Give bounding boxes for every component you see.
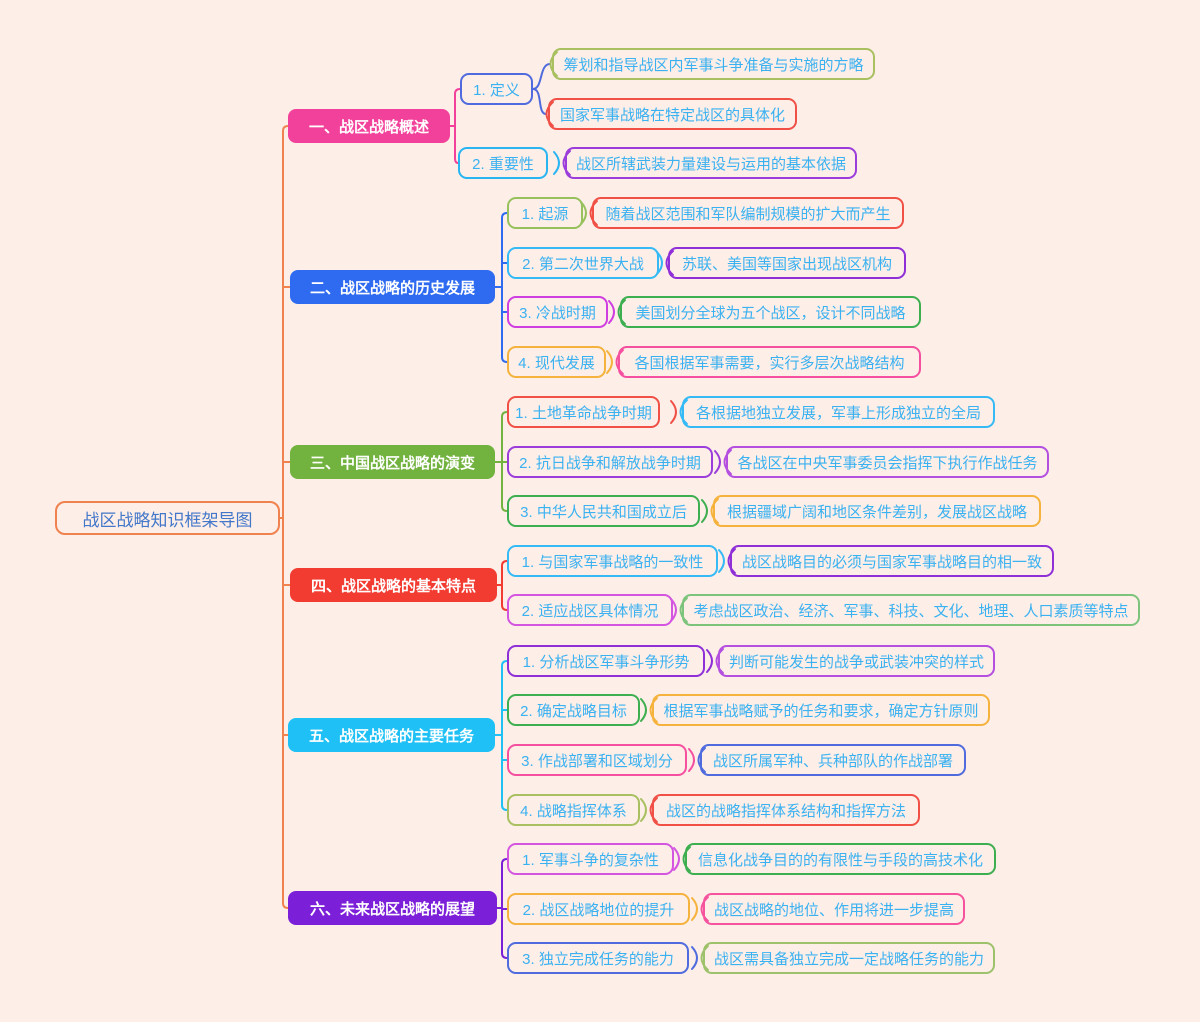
child-1-1-fork (532, 63, 551, 115)
child-arc-5-2 (640, 698, 647, 722)
child-arc-2-3 (608, 300, 615, 324)
child-arc-3-3 (701, 499, 708, 523)
leaf-node-3-3-1[interactable]: 根据疆域广阔和地区条件差别，发展战区战略 (713, 495, 1041, 527)
child-node-6-2[interactable]: 2. 战区战略地位的提升 (507, 893, 690, 925)
branch-3-bracket (494, 411, 508, 512)
leaf-node-5-2-1[interactable]: 根据军事战略赋予的任务和要求，确定方针原则 (652, 694, 990, 726)
child-node-3-1[interactable]: 1. 土地革命战争时期 (507, 396, 660, 428)
child-arc-1-2 (553, 151, 560, 175)
child-node-6-1[interactable]: 1. 军事斗争的复杂性 (507, 843, 674, 875)
branch-node-6[interactable]: 六、未来战区战略的展望 (288, 891, 497, 925)
leaf-node-1-1-1[interactable]: 筹划和指导战区内军事斗争准备与实施的方略 (552, 48, 875, 80)
child-arc-4-1 (718, 549, 725, 573)
branch-6-bracket (496, 858, 508, 959)
leaf-node-5-3-1[interactable]: 战区所属军种、兵种部队的作战部署 (700, 744, 966, 776)
branch-node-1[interactable]: 一、战区战略概述 (288, 109, 450, 143)
leaf-node-5-1-1[interactable]: 判断可能发生的战争或武装冲突的样式 (718, 645, 995, 677)
branch-node-4[interactable]: 四、战区战略的基本特点 (290, 568, 497, 602)
child-node-4-1[interactable]: 1. 与国家军事战略的一致性 (507, 545, 718, 577)
branch-node-3[interactable]: 三、中国战区战略的演变 (290, 445, 495, 479)
leaf-node-2-4-1[interactable]: 各国根据军事需要，实行多层次战略结构 (618, 346, 921, 378)
child-arc-2-4 (606, 350, 613, 374)
child-node-2-4[interactable]: 4. 现代发展 (507, 346, 606, 378)
leaf-node-1-1-2[interactable]: 国家军事战略在特定战区的具体化 (548, 98, 797, 130)
leaf-node-6-3-1[interactable]: 战区需具备独立完成一定战略任务的能力 (703, 942, 995, 974)
branch-2-bracket (494, 212, 508, 363)
leaf-node-2-2-1[interactable]: 苏联、美国等国家出现战区机构 (668, 247, 906, 279)
child-node-2-3[interactable]: 3. 冷战时期 (507, 296, 608, 328)
child-node-6-3[interactable]: 3. 独立完成任务的能力 (507, 942, 689, 974)
leaf-node-1-2-1[interactable]: 战区所辖武装力量建设与运用的基本依据 (565, 147, 857, 179)
branch-node-5[interactable]: 五、战区战略的主要任务 (288, 718, 495, 752)
child-node-5-4[interactable]: 4. 战略指挥体系 (507, 794, 640, 826)
child-node-2-1[interactable]: 1. 起源 (507, 197, 583, 229)
child-arc-3-2 (714, 450, 721, 474)
branch-4-bracket (496, 560, 508, 611)
branch-1-bracket (449, 88, 461, 164)
child-node-1-2[interactable]: 2. 重要性 (458, 147, 548, 179)
leaf-node-3-1-1[interactable]: 各根据地独立发展，军事上形成独立的全局 (682, 396, 995, 428)
child-node-5-3[interactable]: 3. 作战部署和区域划分 (507, 744, 687, 776)
leaf-node-4-1-1[interactable]: 战区战略目的必须与国家军事战略目的相一致 (730, 545, 1054, 577)
child-arc-6-2 (691, 897, 698, 921)
leaf-node-3-2-1[interactable]: 各战区在中央军事委员会指挥下执行作战任务 (726, 446, 1049, 478)
leaf-node-2-1-1[interactable]: 随着战区范围和军队编制规模的扩大而产生 (592, 197, 904, 229)
child-node-1-1[interactable]: 1. 定义 (460, 73, 533, 105)
trunk-line (279, 125, 291, 909)
child-arc-6-1 (673, 847, 680, 871)
child-arc-5-1 (706, 649, 713, 673)
leaf-node-4-2-1[interactable]: 考虑战区政治、经济、军事、科技、文化、地理、人口素质等特点 (682, 594, 1140, 626)
child-node-5-1[interactable]: 1. 分析战区军事斗争形势 (507, 645, 705, 677)
root-node[interactable]: 战区战略知识框架导图 (55, 501, 280, 535)
child-arc-5-3 (688, 748, 695, 772)
child-arc-3-1 (670, 400, 677, 424)
child-arc-5-4 (640, 798, 647, 822)
child-node-2-2[interactable]: 2. 第二次世界大战 (507, 247, 659, 279)
child-node-4-2[interactable]: 2. 适应战区具体情况 (507, 594, 673, 626)
child-arc-6-3 (691, 946, 698, 970)
child-node-5-2[interactable]: 2. 确定战略目标 (507, 694, 640, 726)
branch-5-bracket (494, 660, 508, 811)
leaf-node-5-4-1[interactable]: 战区的战略指挥体系结构和指挥方法 (652, 794, 920, 826)
leaf-node-2-3-1[interactable]: 美国划分全球为五个战区，设计不同战略 (620, 296, 921, 328)
leaf-node-6-1-1[interactable]: 信息化战争目的的有限性与手段的高技术化 (685, 843, 996, 875)
child-node-3-3[interactable]: 3. 中华人民共和国成立后 (507, 495, 700, 527)
child-node-3-2[interactable]: 2. 抗日战争和解放战争时期 (507, 446, 713, 478)
leaf-node-6-2-1[interactable]: 战区战略的地位、作用将进一步提高 (703, 893, 965, 925)
branch-node-2[interactable]: 二、战区战略的历史发展 (290, 270, 495, 304)
